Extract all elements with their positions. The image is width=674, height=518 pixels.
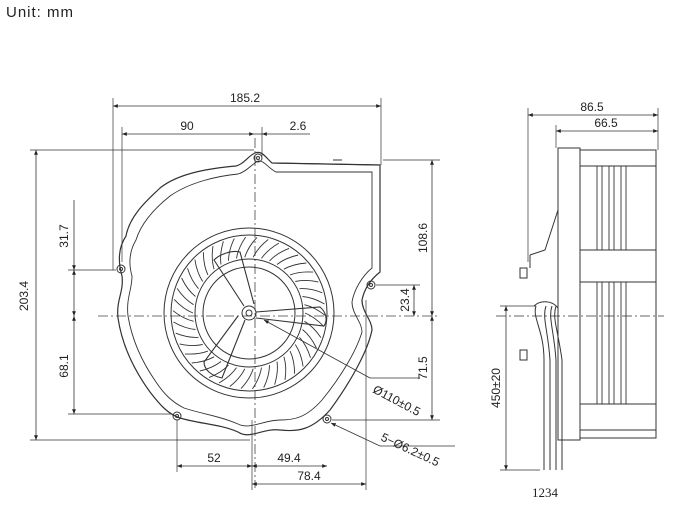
impeller-blade (208, 364, 229, 379)
dim-overall-width: 185.2 (230, 91, 260, 105)
hub-spokes (203, 250, 327, 379)
dim-lower-left-hole: 52 (207, 451, 221, 465)
impeller-blade (304, 320, 322, 338)
dim-outlet-to-center: 108.6 (416, 223, 430, 253)
dim-lower-right-hole-2: 78.4 (297, 469, 321, 483)
impeller-blade (181, 277, 196, 297)
dim-overall-height: 203.4 (17, 281, 31, 311)
impeller-blade (304, 304, 326, 316)
impeller-blade (302, 296, 325, 305)
impeller-blade (184, 350, 209, 355)
cooling-fin (596, 281, 603, 405)
side-dimension-lines (504, 113, 658, 470)
dim-lead-length: 450±20 (489, 368, 503, 408)
impeller-blade (172, 310, 194, 322)
lead-wires (533, 301, 563, 470)
housing-outline (117, 151, 381, 436)
cooling-fin (620, 165, 627, 251)
impeller-blade (229, 368, 246, 387)
cooling-fin (620, 281, 627, 405)
impeller-blades (172, 236, 326, 390)
front-view: 185.2 90 2.6 203.4 31.7 68.1 108.6 23.4 … (17, 91, 455, 490)
impeller-blade (274, 361, 278, 385)
impeller-blade (218, 367, 237, 384)
side-fins (580, 165, 656, 405)
impeller-blade (302, 329, 317, 349)
impeller-blade (199, 361, 222, 372)
dim-right-hole-to-center: 23.4 (398, 288, 412, 312)
impeller (163, 227, 335, 399)
impeller-blade (187, 268, 199, 290)
side-view: 86.5 66.5 450±20 1234 (489, 100, 664, 500)
housing-inner-outline (127, 160, 373, 427)
impeller-blade (289, 271, 314, 276)
impeller-blade (191, 356, 215, 364)
unit-label: Unit: mm (6, 4, 74, 21)
side-dimension-texts: 86.5 66.5 450±20 1234 (489, 100, 618, 500)
cooling-fin (608, 281, 615, 405)
side-body (519, 147, 657, 441)
impeller-blade (240, 368, 254, 389)
dim-body-depth: 66.5 (594, 116, 618, 130)
impeller-blade (173, 299, 194, 314)
dimension-lines (34, 104, 455, 486)
impeller-blade (294, 344, 304, 367)
side-extension-lines (500, 108, 659, 471)
impeller-blade (299, 288, 323, 294)
dim-overall-depth: 86.5 (580, 100, 604, 114)
impeller-blade (211, 246, 215, 270)
impeller-blade (269, 247, 290, 262)
dim-hole-offset-upper: 31.7 (57, 224, 71, 248)
impeller-blade (276, 254, 299, 265)
dim-lower-right-hole: 49.4 (277, 451, 301, 465)
impeller-blade (179, 343, 203, 346)
dim-center-to-lower-hole: 71.5 (416, 356, 430, 380)
cooling-fin (596, 165, 603, 251)
impeller-blade (299, 336, 311, 358)
impeller-blade (173, 321, 196, 330)
impeller-blade (176, 288, 194, 306)
dim-center-to-outlet: 2.6 (290, 119, 307, 133)
dim-mount-holes: 5−Ø6.2±0.5 (379, 430, 442, 469)
impeller-blade (295, 280, 319, 283)
dim-left-to-center: 90 (180, 119, 194, 133)
impeller-blade (252, 367, 262, 390)
dim-hole-offset-lower: 68.1 (57, 354, 71, 378)
impeller-blade (236, 236, 246, 259)
cooling-fin (608, 165, 615, 251)
dim-impeller-diameter: Ø110±0.5 (371, 382, 424, 419)
impeller-blade (202, 252, 209, 276)
impeller-blade (283, 356, 287, 380)
outlet-flange (271, 159, 381, 272)
impeller-blade (244, 237, 258, 258)
impeller-blade (194, 259, 204, 282)
extension-lines (30, 98, 440, 490)
impeller-blade (252, 239, 269, 258)
impeller-blade (228, 238, 235, 261)
impeller-blade (175, 332, 199, 338)
impeller-blade (283, 262, 307, 270)
impeller-blade (261, 242, 280, 259)
center-lines (98, 138, 440, 488)
impeller-blade (263, 365, 270, 388)
impeller-blade (220, 241, 224, 265)
wire-pin-numbers: 1234 (532, 485, 559, 500)
impeller-blade (289, 350, 296, 374)
impeller-blade (304, 312, 325, 327)
